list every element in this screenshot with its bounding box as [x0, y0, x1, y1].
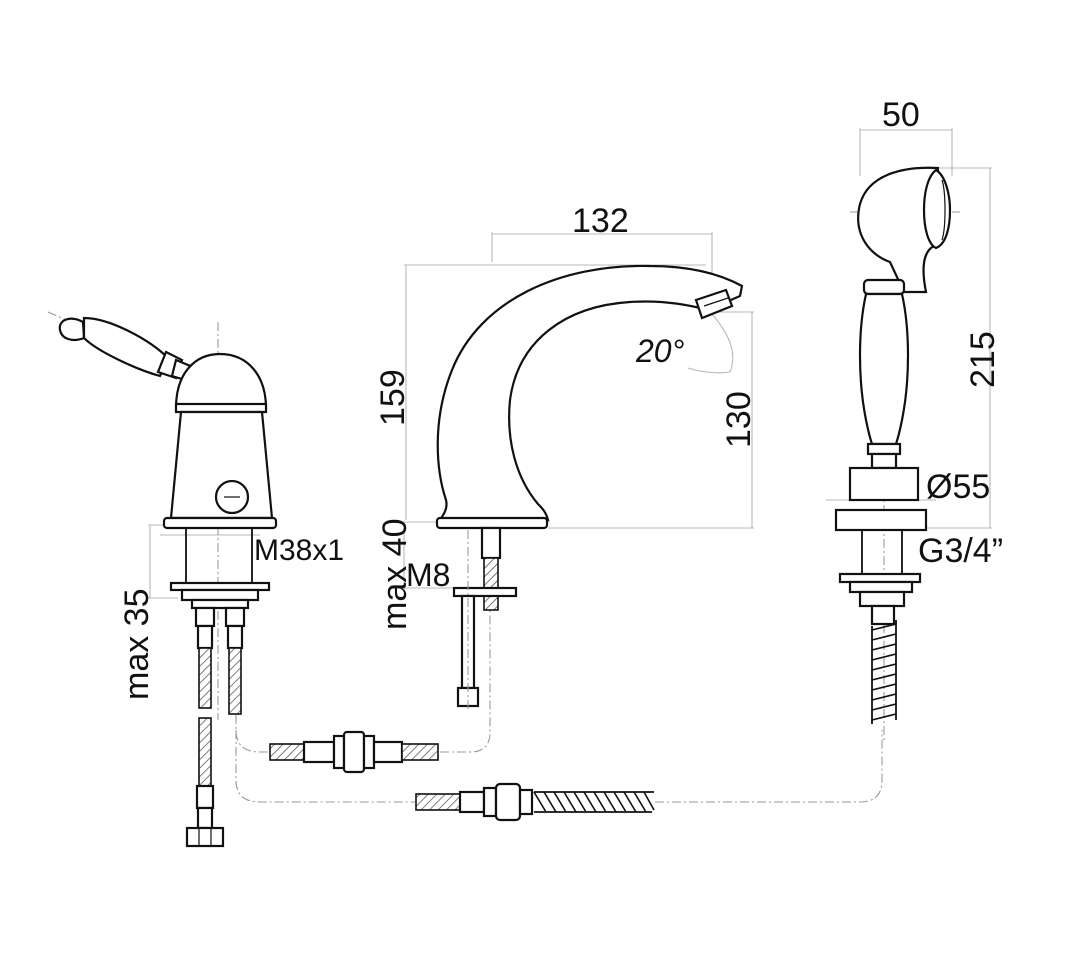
mixer-max-height-label: max 35 [118, 589, 156, 701]
shower-holder [848, 466, 920, 502]
mixer-to-shower-line [235, 730, 415, 803]
mixer-dome [174, 352, 268, 410]
mixer-hoses [185, 606, 246, 848]
mixer-valve: max 35 M38x1 [47, 311, 344, 848]
spout: 132 159 130 20° max 40 M8 [374, 202, 758, 710]
mixer-thread-label: M38x1 [254, 534, 344, 567]
shower-return-line [655, 730, 883, 803]
spout-nut [452, 586, 518, 598]
shower-diameter-label: Ø55 [926, 468, 990, 506]
spout-height-label: 159 [374, 369, 412, 426]
shower-hose-connector [415, 782, 655, 822]
spout-hose-connector [269, 730, 439, 774]
spout-return-line [440, 560, 491, 753]
spout-body [436, 264, 744, 522]
shower-width-label: 50 [882, 96, 920, 134]
shower-head [857, 166, 940, 294]
mixer-base [162, 516, 278, 530]
spout-stud-label: M8 [406, 557, 450, 593]
spout-outlet-height-label: 130 [720, 391, 758, 448]
lever-handle [58, 316, 202, 384]
spout-width-label: 132 [572, 202, 629, 240]
shower-handle [858, 292, 910, 446]
shower-thread-label: G3/4” [918, 532, 1003, 570]
hand-shower: 50 215 Ø55 G3/4” [826, 96, 1003, 740]
connection-lines [235, 560, 883, 803]
spout-base [435, 516, 549, 530]
spout-angle-label: 20° [635, 333, 685, 369]
shower-spiral-hose [871, 623, 897, 721]
shower-face [922, 168, 952, 250]
mixer-shank [185, 527, 253, 584]
mixer-to-spout-line [235, 715, 270, 753]
spout-deck-label: max 40 [376, 519, 414, 631]
shower-height-label: 215 [964, 331, 1002, 388]
angle-arc [687, 311, 734, 374]
shower-holder-base [834, 508, 928, 532]
spout-aerator [694, 288, 734, 320]
